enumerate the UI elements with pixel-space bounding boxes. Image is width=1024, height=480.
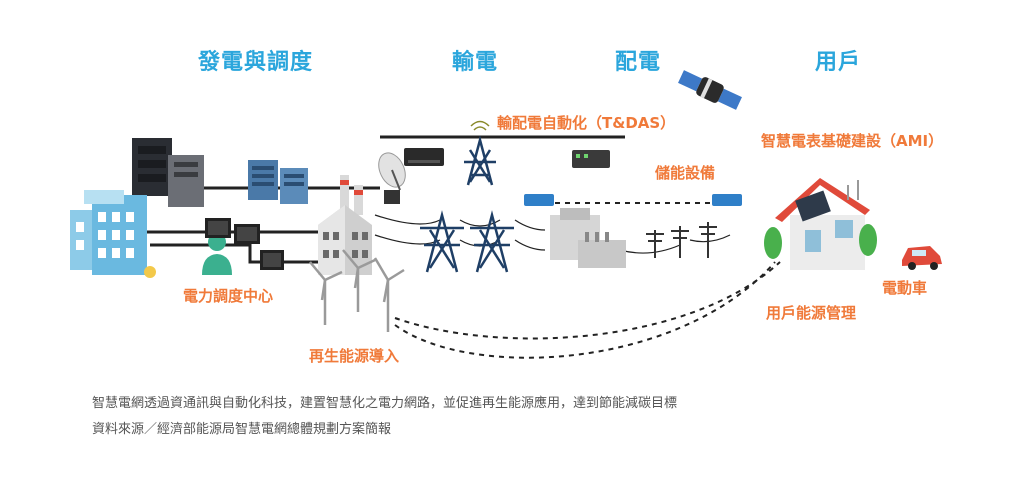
wind-turbine-icon [309,249,405,332]
router-device-icon [404,148,444,166]
header-distribution: 配電 [615,50,662,75]
caption-source: 資料來源／經濟部能源局智慧電網總體規劃方案簡報 [92,422,392,437]
wifi-signal-icon [470,120,490,131]
office-building-icon [70,190,156,278]
header-transmission: 輸電 [452,50,499,75]
transmission-tower-icon [420,135,514,273]
label-energy-storage: 儲能設備 [655,164,716,182]
substation-icon [550,208,626,268]
storage-battery-icon [524,194,742,206]
gateway-device-icon [572,150,610,168]
label-renewable-integration: 再生能源導入 [309,347,400,365]
data-center-icon [248,160,308,204]
label-dispatch-center: 電力調度中心 [183,287,274,305]
label-ami: 智慧電表基礎建設（AMI） [761,132,944,150]
label-td-automation: 輸配電自動化（T&DAS） [497,114,676,132]
header-user: 用戶 [815,50,862,75]
satellite-dish-icon [378,152,406,204]
label-home-energy-management: 用戶能源管理 [766,304,857,322]
dispatch-operator-icon [202,218,284,275]
utility-pole-icon [646,222,717,258]
caption-description: 智慧電網透過資通訊與自動化科技，建置智慧化之電力網路，並促進再生能源應用，達到節… [92,396,678,411]
server-rack-icon [132,138,204,207]
electric-car-icon [902,246,942,270]
power-plant-icon [318,175,372,275]
header-generation-dispatch: 發電與調度 [198,50,314,75]
label-electric-vehicle: 電動車 [882,279,928,297]
smart-home-icon [764,178,877,270]
dashed-connection-lines [394,202,781,359]
satellite-icon [678,70,742,110]
